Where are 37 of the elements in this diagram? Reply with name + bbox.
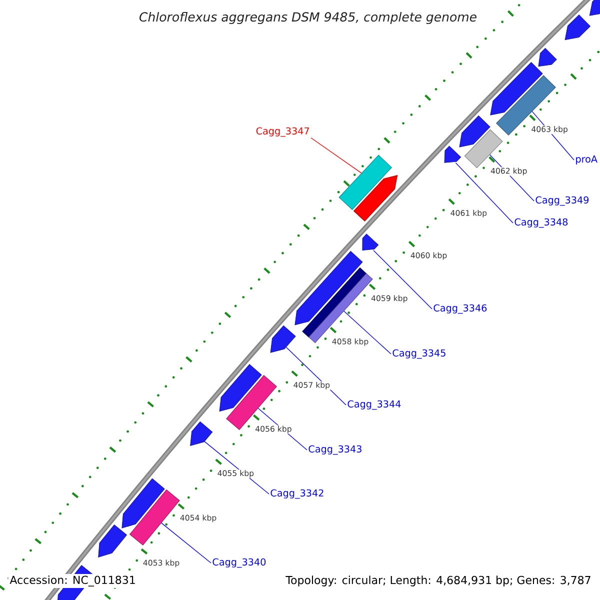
gene-label: Cagg_3346 <box>434 304 487 314</box>
gene-pentagon <box>353 175 398 222</box>
gene-bar <box>226 375 277 430</box>
leader-line <box>161 522 212 564</box>
gene-pentagon <box>589 0 600 16</box>
info-text: Topology: circular; Length: 4,684,931 bp; Genes: 3,787 <box>284 574 593 588</box>
leader-line <box>310 138 362 174</box>
leader-line <box>455 162 514 224</box>
gene-bar <box>338 154 392 210</box>
gene-label: Cagg_3344 <box>348 400 401 410</box>
leader-line <box>344 310 392 354</box>
gene-pentagon <box>362 234 379 250</box>
gene-label: Cagg_3343 <box>308 445 362 455</box>
gene-label: Cagg_3345 <box>392 349 446 359</box>
gene-bar <box>129 489 180 546</box>
gene-bar <box>464 129 503 168</box>
gene-pentagon <box>190 421 213 446</box>
gene-pentagon <box>219 364 262 412</box>
gene-pentagon <box>459 116 490 148</box>
gene-pentagon <box>98 524 127 558</box>
gene-label: Cagg_3342 <box>270 489 324 499</box>
gene-pentagon <box>270 325 296 353</box>
gene-label: Cagg_3347 <box>256 127 309 137</box>
gene-pentagon <box>538 48 557 67</box>
gene-pentagon <box>444 146 462 163</box>
gene-pentagon <box>122 478 165 528</box>
gene-pentagon <box>490 62 543 116</box>
gene-pentagon <box>294 251 363 326</box>
info-text: Accession: NC_011831 <box>8 574 138 588</box>
gene-label: Cagg_3349 <box>536 196 589 206</box>
gene-label: Cagg_3340 <box>212 558 266 568</box>
gene-label: Cagg_3348 <box>514 218 568 228</box>
leader-line <box>373 250 432 310</box>
gene-bar <box>496 75 556 136</box>
gene-pentagon <box>564 14 590 40</box>
title: Chloroflexus aggregans DSM 9485, complete genome <box>140 12 476 24</box>
gene-label: proA <box>576 156 598 164</box>
